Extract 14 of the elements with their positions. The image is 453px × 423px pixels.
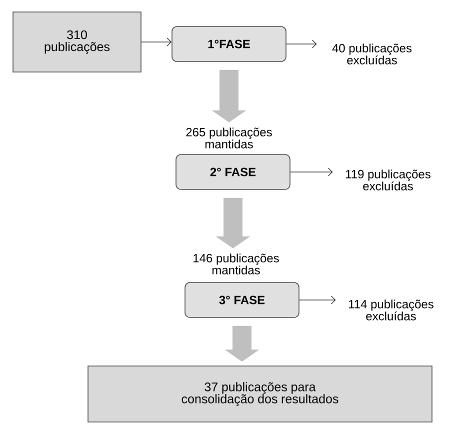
process-box: 37 publicações para consolidação dos resultados: [88, 366, 432, 422]
arrow: [141, 38, 172, 46]
arrow: [299, 296, 336, 304]
count-text: 146 publicações mantidas: [194, 254, 279, 274]
count-text: 114 publicações excluídas: [349, 300, 434, 320]
count-text: 40 publicações excluídas: [332, 44, 412, 64]
process-box: 310 publicações: [12, 12, 142, 72]
phase-box: 1°FASE: [172, 26, 286, 62]
phase-box: 2° FASE: [176, 154, 290, 190]
arrow: [290, 168, 333, 176]
phase-box: 3° FASE: [184, 282, 300, 318]
count-text: 119 publicações excluídas: [346, 170, 430, 190]
arrow: [286, 40, 317, 48]
count-text: 265 publicações mantidas: [186, 128, 272, 148]
